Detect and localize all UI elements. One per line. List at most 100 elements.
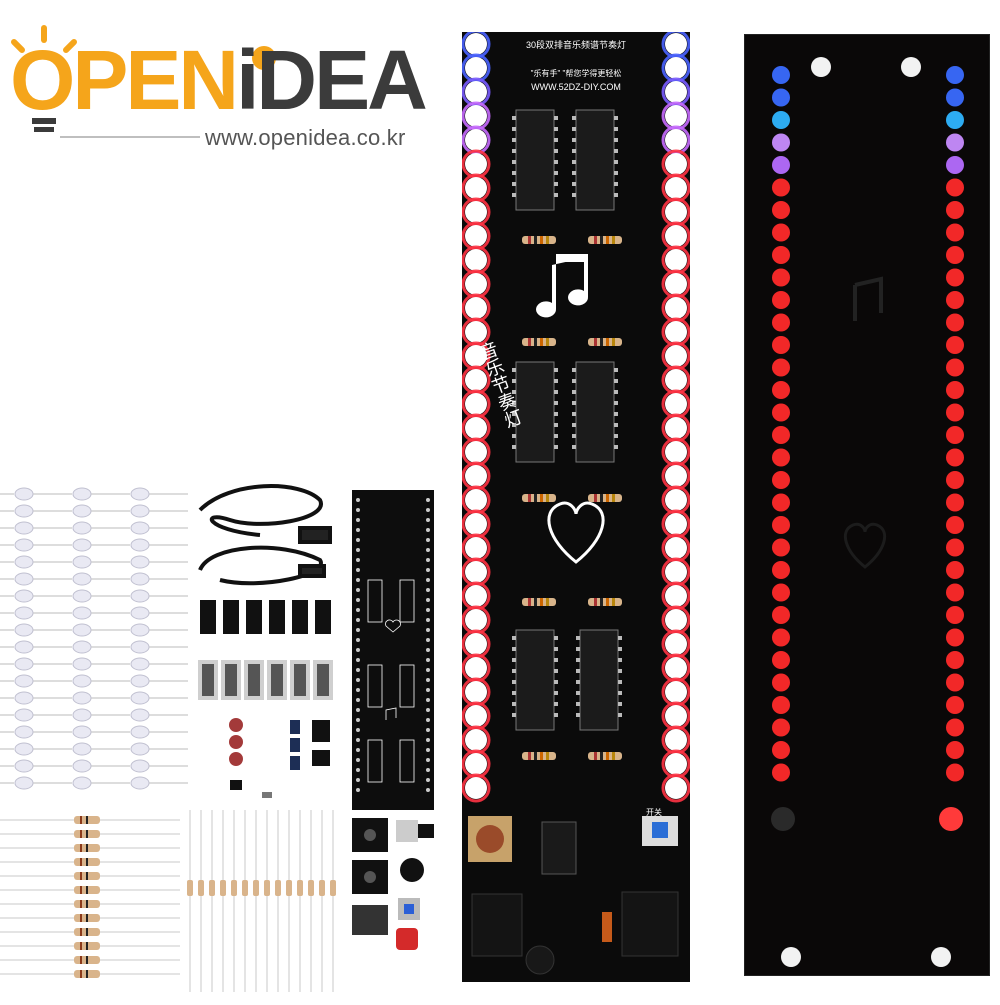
led-column-right bbox=[661, 32, 690, 803]
resistor bbox=[522, 598, 556, 606]
board-led-right bbox=[665, 81, 687, 103]
panel-led bbox=[946, 268, 964, 287]
panel-led bbox=[946, 358, 964, 377]
panel-drawing bbox=[771, 57, 964, 967]
board-led-left bbox=[465, 633, 487, 655]
audio-cable bbox=[198, 545, 326, 586]
resistor bbox=[588, 236, 622, 244]
ic-chip bbox=[246, 600, 262, 634]
board-led-right bbox=[665, 417, 687, 439]
board-led-right bbox=[665, 201, 687, 223]
board-led-left bbox=[465, 537, 487, 559]
panel-led bbox=[772, 111, 790, 129]
resistor bbox=[522, 752, 556, 760]
panel-led bbox=[772, 651, 790, 669]
board-led-left bbox=[465, 561, 487, 583]
panel-led bbox=[946, 403, 964, 422]
panel-led bbox=[772, 538, 790, 557]
panel-led bbox=[946, 696, 964, 714]
led bbox=[130, 691, 150, 705]
board-led-right bbox=[665, 609, 687, 631]
board-ic-chips bbox=[512, 109, 622, 731]
panel-led bbox=[946, 538, 964, 557]
board-resistors bbox=[522, 236, 622, 760]
board-led-right bbox=[665, 249, 687, 271]
board-led-left bbox=[465, 297, 487, 319]
panel-led bbox=[772, 133, 790, 152]
panel-led bbox=[772, 516, 790, 534]
ic-chip bbox=[223, 600, 239, 634]
panel-led bbox=[772, 88, 790, 107]
panel-led bbox=[946, 516, 964, 534]
panel-led bbox=[772, 718, 790, 737]
board-title: 30段双排音乐频谱节奏灯 bbox=[525, 40, 626, 50]
led bbox=[130, 606, 150, 620]
board-subtitle: "乐有手" "帮您学得更轻松 bbox=[530, 69, 622, 78]
board-led-right bbox=[665, 777, 687, 799]
capacitors bbox=[229, 718, 330, 770]
board-led-right bbox=[665, 681, 687, 703]
board-led-left bbox=[465, 705, 487, 727]
panel-led bbox=[772, 561, 790, 579]
audio-jacks bbox=[352, 818, 388, 935]
resistor bbox=[198, 880, 204, 896]
panel-led bbox=[946, 606, 964, 624]
panel-led bbox=[772, 336, 790, 354]
ic-chips bbox=[198, 600, 333, 700]
led bbox=[14, 674, 34, 688]
panel-led bbox=[772, 66, 790, 84]
led bbox=[130, 521, 150, 535]
panel-led bbox=[946, 111, 964, 129]
transistors bbox=[230, 780, 272, 798]
board-led-left bbox=[465, 489, 487, 511]
board-led-left bbox=[465, 657, 487, 679]
board-led-right bbox=[665, 729, 687, 751]
logo-word-idea: iDEA bbox=[236, 33, 428, 127]
board-led-right bbox=[665, 513, 687, 535]
board-led-right bbox=[665, 537, 687, 559]
led bbox=[72, 657, 92, 671]
panel-led bbox=[772, 426, 790, 444]
led bbox=[14, 640, 34, 654]
board-led-right bbox=[665, 321, 687, 343]
panel-led bbox=[946, 493, 964, 512]
panel-led bbox=[946, 178, 964, 197]
panel-led bbox=[772, 403, 790, 422]
panel-led bbox=[946, 561, 964, 579]
panel-led bbox=[946, 583, 964, 602]
panel-led bbox=[946, 336, 964, 354]
led bbox=[72, 589, 92, 603]
led bbox=[14, 606, 34, 620]
panel-led bbox=[946, 381, 964, 399]
board-led-right bbox=[665, 393, 687, 415]
led bbox=[130, 657, 150, 671]
board-bottom-components bbox=[462, 816, 690, 982]
board-led-right bbox=[665, 441, 687, 463]
ic-chip bbox=[200, 600, 216, 634]
panel-led bbox=[772, 471, 790, 489]
panel-led bbox=[946, 223, 964, 242]
board-led-right bbox=[665, 489, 687, 511]
led bbox=[14, 759, 34, 773]
ic-chip bbox=[515, 109, 555, 211]
panel-led-right bbox=[946, 66, 964, 782]
led bbox=[130, 776, 150, 790]
led bbox=[72, 776, 92, 790]
ic-chip bbox=[575, 109, 615, 211]
panel-screws bbox=[781, 57, 951, 967]
panel-led bbox=[946, 88, 964, 107]
board-led-left bbox=[465, 57, 487, 79]
board-led-left bbox=[465, 105, 487, 127]
board-led-left bbox=[465, 345, 487, 367]
panel-led bbox=[946, 66, 964, 84]
board-led-left bbox=[465, 465, 487, 487]
led bbox=[130, 725, 150, 739]
buttons bbox=[396, 898, 420, 950]
led bbox=[72, 555, 92, 569]
led bbox=[72, 487, 92, 501]
resistor bbox=[588, 752, 622, 760]
led bbox=[72, 640, 92, 654]
led bbox=[14, 742, 34, 756]
led bbox=[130, 487, 150, 501]
resistor bbox=[522, 236, 556, 244]
